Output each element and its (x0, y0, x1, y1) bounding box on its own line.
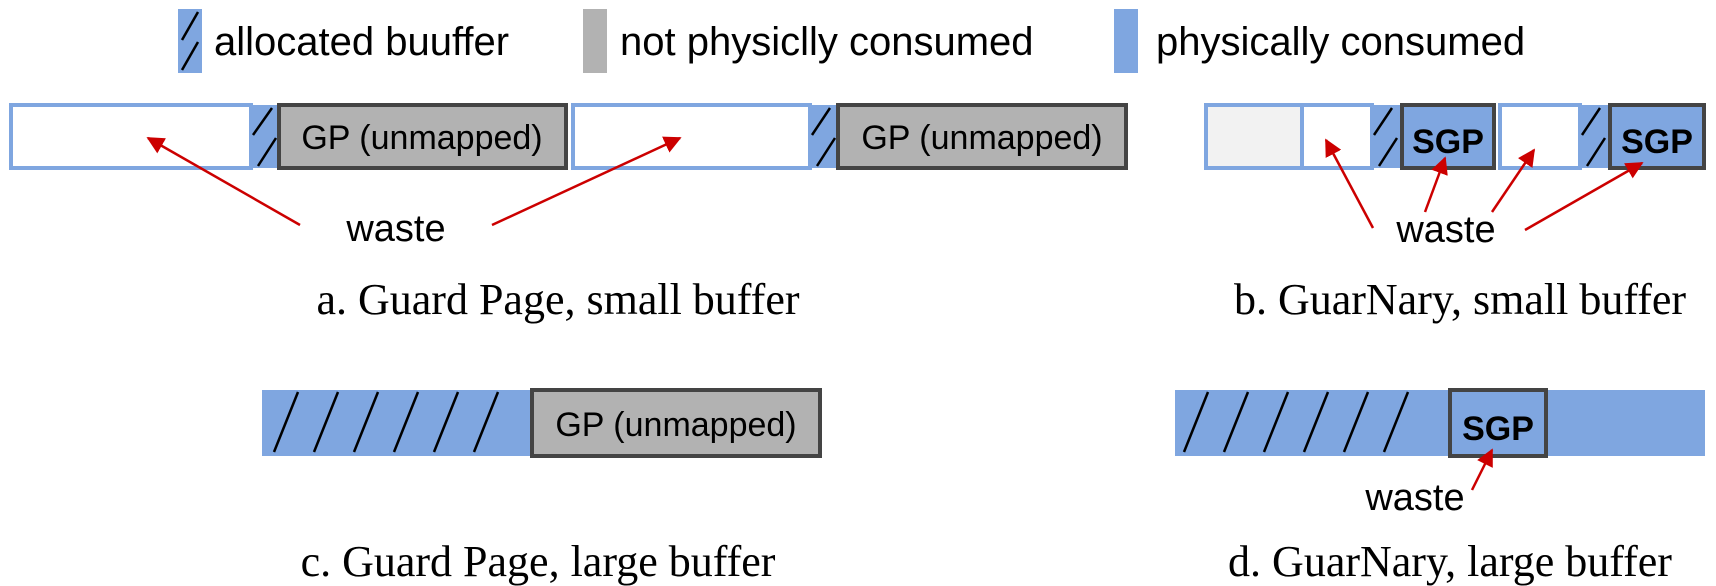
hatch-line (472, 391, 500, 453)
caption-a: a. Guard Page, small buffer (316, 275, 799, 324)
legend-hatch-line (180, 41, 200, 71)
hatch-line (1585, 137, 1607, 167)
hatch-line (1372, 107, 1394, 136)
allocated-buffer (1580, 105, 1608, 168)
hatch-line (1382, 391, 1410, 453)
hatch-line (251, 107, 274, 136)
legend-swatch-allocated (178, 9, 202, 73)
guard-page-label: GP (unmapped) (861, 119, 1102, 157)
legend: allocated buuffer not physiclly consumed… (178, 9, 1525, 73)
hatch-group (272, 391, 500, 453)
hatch-line (1182, 391, 1210, 453)
waste-region (1498, 103, 1582, 170)
freed-region (1206, 105, 1302, 168)
sgp-label: SGP (1621, 123, 1693, 161)
legend-swatch-unconsumed (583, 9, 607, 73)
panel-b: SGP SGP waste b. GuarNary, small buffer (1204, 103, 1706, 324)
waste-arrow (491, 136, 682, 227)
hatch-line (256, 137, 278, 167)
waste-label: waste (1364, 477, 1464, 519)
legend-item-consumed: physically consumed (1114, 9, 1525, 73)
sgp-label: SGP (1412, 123, 1484, 161)
hatch-line (272, 391, 300, 453)
panel-d: SGP waste d. GuarNary, large buffer (1175, 388, 1705, 586)
legend-item-allocated: allocated buuffer (178, 9, 509, 73)
consumed-region (1175, 390, 1705, 456)
legend-label-consumed: physically consumed (1156, 20, 1525, 64)
page-waste-region (9, 103, 253, 170)
hatch-line (1302, 391, 1330, 453)
sub-guard-page (1450, 390, 1546, 456)
legend-swatch-consumed (1114, 9, 1138, 73)
waste-arrow (1524, 161, 1644, 232)
guard-page-border (277, 103, 568, 170)
guard-page-border (530, 388, 822, 458)
legend-item-unconsumed: not physiclly consumed (583, 9, 1034, 73)
guard-page-border (836, 103, 1128, 170)
allocated-buffer (810, 105, 838, 168)
guard-page-label: GP (unmapped) (555, 406, 796, 444)
hatch-line (392, 391, 420, 453)
sub-guard-page-border (1400, 103, 1496, 170)
hatch-line (1222, 391, 1250, 453)
waste-arrow (1470, 448, 1494, 491)
hatch-line (815, 137, 837, 167)
legend-label-unconsumed: not physiclly consumed (620, 20, 1034, 64)
caption-c: c. Guard Page, large buffer (301, 537, 776, 586)
waste-arrow (1423, 156, 1448, 213)
waste-label: waste (1395, 209, 1495, 251)
sub-guard-page-border (1448, 388, 1548, 458)
hatch-line (352, 391, 380, 453)
sub-guard-page-border (1608, 103, 1706, 170)
caption-b: b. GuarNary, small buffer (1234, 275, 1686, 324)
hatch-line (1262, 391, 1290, 453)
sgp-label: SGP (1462, 410, 1534, 448)
hatch-line (432, 391, 460, 453)
guard-page (532, 390, 820, 456)
hatch-line (1342, 391, 1370, 453)
allocated-buffer (1372, 105, 1400, 168)
panel-a: GP (unmapped) GP (unmapped) waste a. Gua… (9, 103, 1128, 324)
legend-label-allocated: allocated buuffer (214, 20, 509, 64)
legend-hatch-line (180, 11, 200, 41)
panel-c: GP (unmapped) c. Guard Page, large buffe… (262, 388, 822, 586)
guard-page (279, 105, 566, 168)
hatch-line (1377, 137, 1399, 167)
hatch-line (312, 391, 340, 453)
guard-page (838, 105, 1126, 168)
caption-d: d. GuarNary, large buffer (1228, 537, 1672, 586)
hatch-group (1182, 391, 1410, 453)
sub-guard-page (1402, 105, 1494, 168)
allocated-buffer (251, 105, 279, 168)
page-waste-region (571, 103, 812, 170)
sub-guard-page (1610, 105, 1704, 168)
waste-arrow (1490, 148, 1536, 213)
waste-arrow (1324, 138, 1375, 229)
waste-arrow (146, 136, 301, 227)
waste-label: waste (345, 208, 445, 250)
hatch-line (810, 107, 832, 136)
hatch-line (1580, 107, 1602, 136)
guard-page-label: GP (unmapped) (301, 119, 542, 157)
